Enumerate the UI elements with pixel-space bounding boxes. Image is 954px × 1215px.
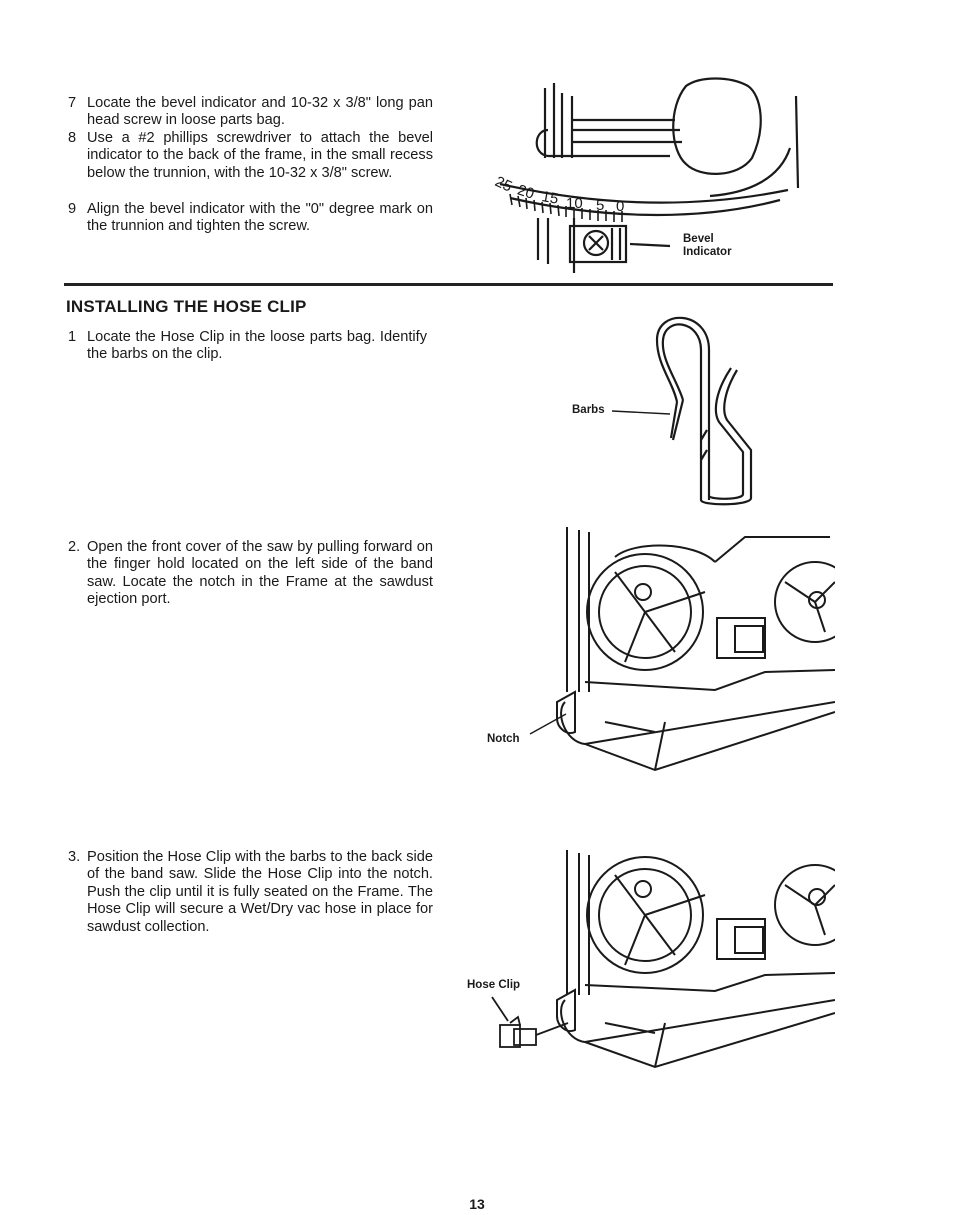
step-number: 7 xyxy=(68,95,77,111)
scale-label: 10 xyxy=(566,195,583,212)
scale-label: 20 xyxy=(515,181,536,202)
hose-clip-label: Hose Clip xyxy=(467,979,521,991)
bevel-indicator-label: Bevel Indicator xyxy=(683,233,732,259)
hose-clip-part xyxy=(491,996,569,1048)
step-8: 8 Use a #2 phillips screwdriver to attac… xyxy=(68,130,433,182)
bevel-label-line2: Indicator xyxy=(683,246,732,258)
step-text: Locate the Hose Clip in the loose parts … xyxy=(87,329,427,363)
step-text: Align the bevel indicator with the "0" d… xyxy=(87,201,433,235)
step-9: 9 Align the bevel indicator with the "0"… xyxy=(68,201,433,236)
step-number: 2. xyxy=(68,539,81,555)
scale-label: 0 xyxy=(616,198,624,215)
barbs-label: Barbs xyxy=(572,404,605,416)
hose-step-1: 1 Locate the Hose Clip in the loose part… xyxy=(68,329,427,364)
notch-pointer xyxy=(529,713,567,735)
step-7: 7 Locate the bevel indicator and 10-32 x… xyxy=(68,95,433,130)
page-number: 13 xyxy=(469,1196,485,1212)
hose-clip-figure xyxy=(655,316,753,506)
step-text: Open the front cover of the saw by pulli… xyxy=(87,539,433,608)
step-text: Use a #2 phillips screwdriver to attach … xyxy=(87,130,433,181)
step-text: Locate the bevel indicator and 10-32 x 3… xyxy=(87,95,433,129)
step-number: 8 xyxy=(68,130,77,146)
scale-label: 15 xyxy=(540,188,559,208)
bevel-label-line1: Bevel xyxy=(683,233,714,245)
bevel-indicator-figure: 25 20 15 10 5 0 xyxy=(492,77,800,273)
step-number: 3. xyxy=(68,849,81,865)
barbs-pointer xyxy=(612,410,671,415)
step-number: 1 xyxy=(68,329,77,345)
notch-label: Notch xyxy=(487,733,520,745)
scale-label: 5 xyxy=(596,197,604,214)
step-text: Position the Hose Clip with the barbs to… xyxy=(87,849,433,935)
section-divider xyxy=(64,283,833,286)
saw-notch-figure xyxy=(556,527,835,772)
section-title: INSTALLING THE HOSE CLIP xyxy=(66,297,307,316)
scale-label: 25 xyxy=(492,173,514,195)
hose-step-3: 3. Position the Hose Clip with the barbs… xyxy=(68,849,433,936)
hose-step-2: 2. Open the front cover of the saw by pu… xyxy=(68,539,433,609)
step-number: 9 xyxy=(68,201,77,217)
saw-hose-clip-figure xyxy=(556,850,835,1069)
